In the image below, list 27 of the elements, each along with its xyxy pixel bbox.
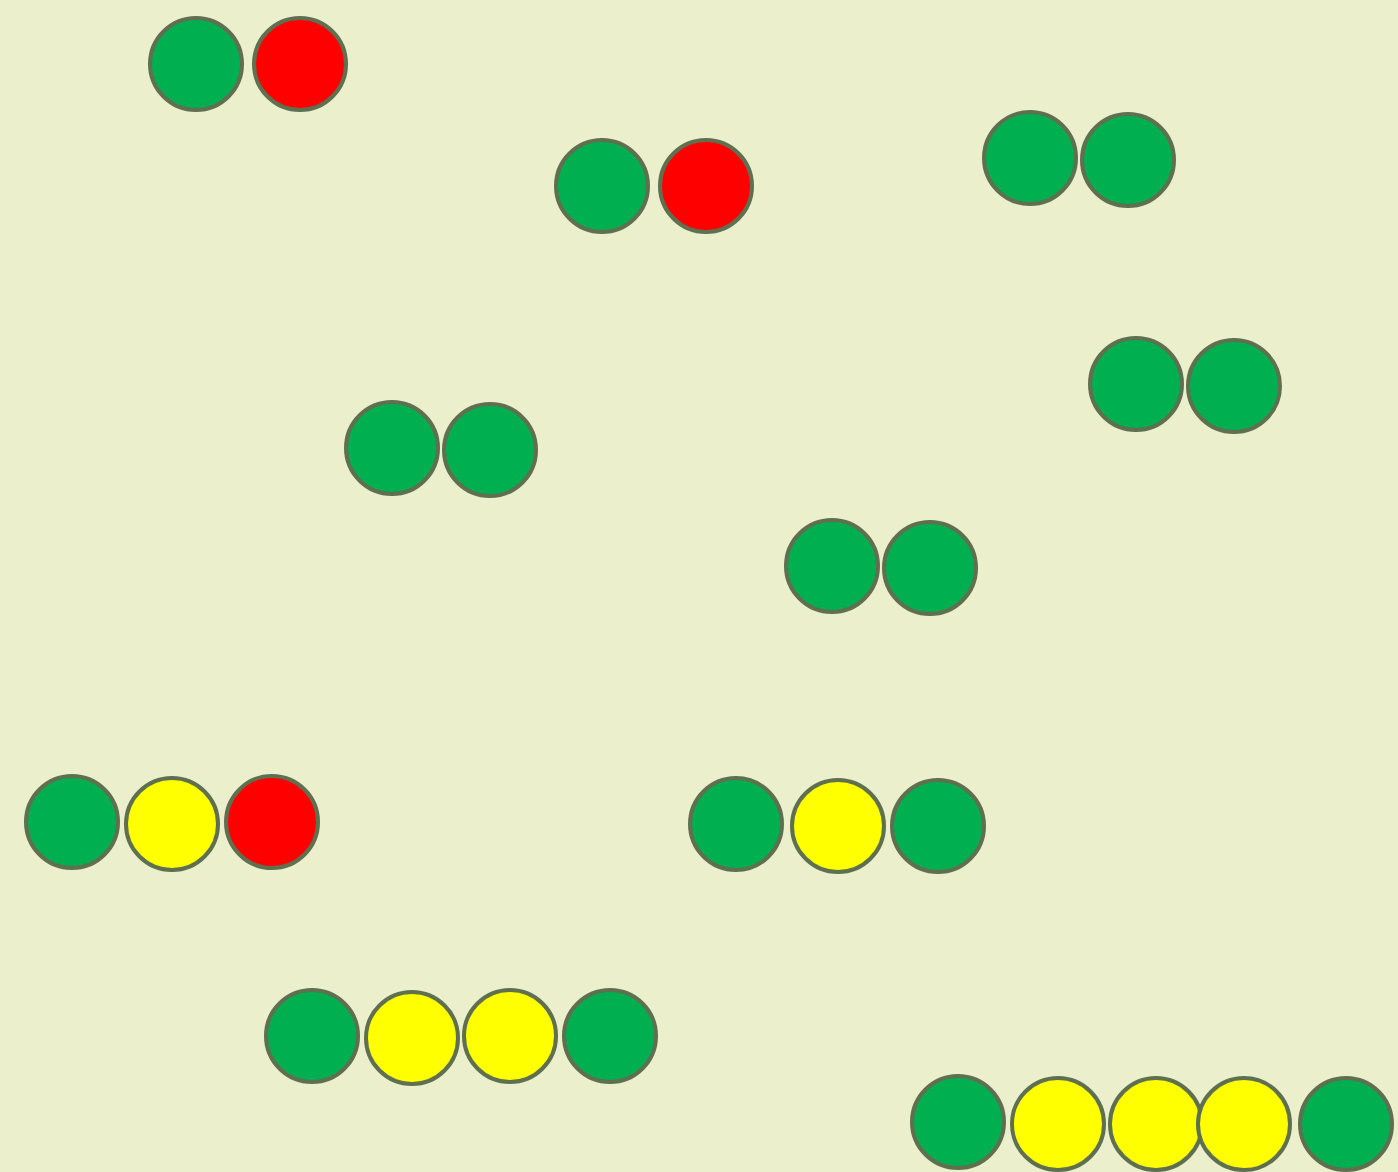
- circle: [1080, 112, 1176, 208]
- circle: [562, 988, 658, 1084]
- circle: [462, 988, 558, 1084]
- circle: [688, 776, 784, 872]
- circle: [1196, 1076, 1292, 1172]
- circle: [264, 988, 360, 1084]
- circle: [252, 16, 348, 112]
- circle: [1186, 338, 1282, 434]
- circle: [910, 1074, 1006, 1170]
- circle: [1010, 1076, 1106, 1172]
- circle: [148, 16, 244, 112]
- circle: [658, 138, 754, 234]
- circle: [554, 138, 650, 234]
- circle: [344, 400, 440, 496]
- circle: [364, 990, 460, 1086]
- circle: [1298, 1076, 1394, 1172]
- circle: [24, 774, 120, 870]
- circle: [882, 520, 978, 616]
- circle: [1088, 336, 1184, 432]
- circle: [224, 774, 320, 870]
- circle: [124, 776, 220, 872]
- circle: [1108, 1076, 1204, 1172]
- circle: [890, 778, 986, 874]
- circle: [790, 778, 886, 874]
- circle: [784, 518, 880, 614]
- circle: [442, 402, 538, 498]
- circle: [982, 110, 1078, 206]
